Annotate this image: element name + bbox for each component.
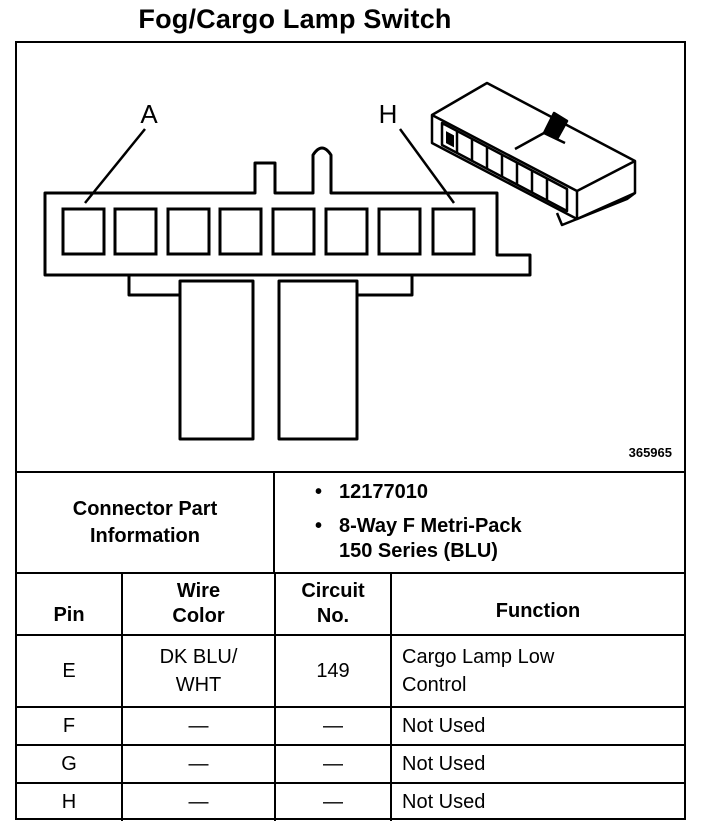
cavity-e <box>271 207 316 256</box>
page-title: Fog/Cargo Lamp Switch <box>138 4 452 34</box>
pin-cell: F <box>17 706 123 746</box>
header-circuit-line1: Circuit <box>301 580 365 602</box>
header-wire-line1: Wire <box>176 580 221 602</box>
cavity-row <box>61 207 476 256</box>
cavity-h <box>431 207 476 256</box>
circuit-cell: 149 <box>274 634 392 708</box>
connector-perspective-view <box>430 81 637 227</box>
table-row: H — — Not Used <box>17 782 684 821</box>
pin-cell: E <box>17 634 123 708</box>
header-wire-line2: Color <box>172 605 225 627</box>
leader-line-h <box>398 128 456 204</box>
header-function: Function <box>390 572 684 636</box>
cavity-c <box>166 207 211 256</box>
latch-right <box>357 275 414 297</box>
function-line2: Control <box>402 674 467 696</box>
table-row: F — — Not Used <box>17 706 684 746</box>
wire-color-line1: DK BLU/ <box>159 646 238 668</box>
description-line2: 150 Series (BLU) <box>339 540 498 562</box>
header-pin: Pin <box>17 572 123 636</box>
wire-harness-right <box>277 279 359 441</box>
pin-cell: H <box>17 782 123 821</box>
pin-cell: G <box>17 744 123 784</box>
circuit-cell: — <box>274 744 392 784</box>
table-row: E DK BLU/ WHT 149 Cargo Lamp Low Control <box>17 634 684 708</box>
header-circuit-line2: No. <box>316 605 350 627</box>
pin-label-h: H <box>379 99 398 129</box>
pin-label-a: A <box>140 99 158 129</box>
pin-table-header: Pin Wire Color Circuit No. Function <box>17 572 684 636</box>
cavity-b <box>113 207 158 256</box>
function-line1: Cargo Lamp Low <box>402 646 555 668</box>
description-line1: 8-Way F Metri-Pack <box>339 515 522 537</box>
connector-drawing: A H <box>43 81 637 441</box>
circuit-cell: — <box>274 782 392 821</box>
header-wire-color: Wire Color <box>121 572 276 636</box>
part-number: 12177010 <box>315 479 684 506</box>
wire-color-cell: — <box>121 744 276 784</box>
cavity-d <box>218 207 263 256</box>
cavity-a <box>61 207 106 256</box>
wire-color-cell: DK BLU/ WHT <box>121 634 276 708</box>
pin-table: Pin Wire Color Circuit No. Function E DK… <box>17 572 684 821</box>
cavity-g <box>377 207 422 256</box>
circuit-cell: — <box>274 706 392 746</box>
function-cell: Cargo Lamp Low Control <box>390 634 684 708</box>
connector-frame: A H 365965 <box>15 41 686 821</box>
connector-body <box>43 146 532 277</box>
table-row: G — — Not Used <box>17 744 684 784</box>
figure-id: 365965 <box>628 445 672 460</box>
latch-left <box>127 275 180 297</box>
connector-info-label: Connector Part Information <box>17 473 275 572</box>
cavity-f <box>324 207 369 256</box>
connector-info-label-line2: Information <box>90 524 200 547</box>
function-cell: Not Used <box>390 706 684 746</box>
function-cell: Not Used <box>390 782 684 821</box>
wire-color-line2: WHT <box>175 674 222 696</box>
connector-info-label-line1: Connector Part <box>72 497 218 520</box>
connector-description: 8-Way F Metri-Pack 150 Series (BLU) <box>315 514 684 564</box>
connector-info-details: 12177010 8-Way F Metri-Pack 150 Series (… <box>275 473 684 572</box>
wire-color-cell: — <box>121 782 276 821</box>
header-circuit-no: Circuit No. <box>274 572 392 636</box>
connector-perspective-cavities <box>446 131 454 148</box>
wire-harness-left <box>178 279 255 441</box>
wire-color-cell: — <box>121 706 276 746</box>
connector-diagram: A H 365965 <box>17 43 684 471</box>
connector-info: Connector Part Information 12177010 8-Wa… <box>17 471 684 572</box>
function-cell: Not Used <box>390 744 684 784</box>
leader-line-a <box>84 128 146 204</box>
